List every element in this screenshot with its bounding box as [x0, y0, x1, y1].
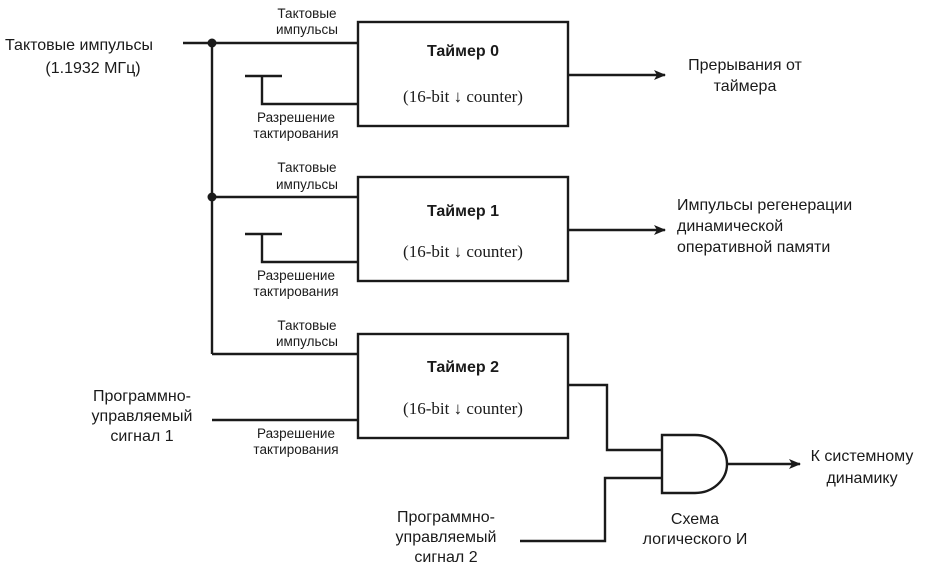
timer-2-box — [356, 332, 570, 440]
timer-1-title: Таймер 1 — [427, 203, 499, 220]
program-signal-2-label-2: управляемый — [396, 529, 497, 546]
timer-2-clock-label-2: импульсы — [276, 334, 338, 349]
clock-frequency-label: (1.1932 МГц) — [45, 60, 140, 77]
timer-2-title: Таймер 2 — [427, 359, 499, 376]
timer-1-output-label-1: Импульсы регенерации — [677, 197, 852, 214]
timer-0-output-label-1: Прерывания от — [688, 57, 802, 74]
timer-2-enable-label-1: Разрешение — [257, 426, 335, 441]
timer-1-clock-label-2: импульсы — [276, 177, 338, 192]
timer-2-to-and-wire — [568, 383, 662, 452]
timer-0-clock-label-2: импульсы — [276, 22, 338, 37]
junction-dot — [207, 38, 217, 48]
timer-1-box — [356, 175, 570, 283]
timer-2-enable-label-2: тактирования — [253, 442, 338, 457]
timer-2-clock-label-1: Тактовые — [277, 318, 336, 333]
timer-2-subtitle: (16-bit ↓ counter) — [403, 399, 523, 418]
timer-2-block: Таймер 2 (16-bit ↓ counter) Тактовые имп… — [212, 318, 662, 457]
timer-1-clock-label-1: Тактовые — [277, 160, 336, 175]
speaker-label-2: динамику — [826, 470, 897, 487]
timer-0-box — [356, 20, 570, 128]
timer-0-subtitle: (16-bit ↓ counter) — [403, 87, 523, 106]
timer-1-output-label-3: оперативной памяти — [677, 239, 830, 256]
and-gate-label-1: Схема — [671, 511, 719, 528]
clock-input-label: Тактовые импульсы — [5, 37, 153, 54]
timer-0-enable-wire — [260, 76, 358, 106]
timer-1-enable-wire — [260, 234, 358, 264]
timer-0-enable-label-1: Разрешение — [257, 110, 335, 125]
program-signal-2-wire — [520, 476, 662, 543]
clock-bus — [183, 38, 358, 356]
and-gate — [520, 433, 801, 543]
timer-1-enable-label-2: тактирования — [253, 284, 338, 299]
timer-1-subtitle: (16-bit ↓ counter) — [403, 242, 523, 261]
program-signal-1-label-1: Программно- — [93, 388, 191, 405]
timer-0-output-label-2: таймера — [714, 78, 777, 95]
timer-0-title: Таймер 0 — [427, 43, 499, 60]
timer-1-block: Таймер 1 (16-bit ↓ counter) Тактовые имп… — [245, 160, 852, 299]
program-signal-1-label-2: управляемый — [92, 408, 193, 425]
timer-0-enable-label-2: тактирования — [253, 126, 338, 141]
program-signal-2-label-3: сигнал 2 — [414, 549, 477, 563]
program-signal-2-label-1: Программно- — [397, 509, 495, 526]
junction-dot — [207, 192, 217, 202]
timer-1-output-label-2: динамической — [677, 218, 783, 235]
timer-0-clock-label-1: Тактовые — [277, 6, 336, 21]
and-gate-label-2: логического И — [643, 531, 748, 548]
program-signal-1-label-3: сигнал 1 — [110, 428, 173, 445]
and-gate-shape — [660, 433, 729, 495]
timer-0-block: Таймер 0 (16-bit ↓ counter) Тактовые имп… — [245, 6, 803, 141]
timer-1-enable-label-1: Разрешение — [257, 268, 335, 283]
speaker-label-1: К системному — [811, 448, 914, 465]
